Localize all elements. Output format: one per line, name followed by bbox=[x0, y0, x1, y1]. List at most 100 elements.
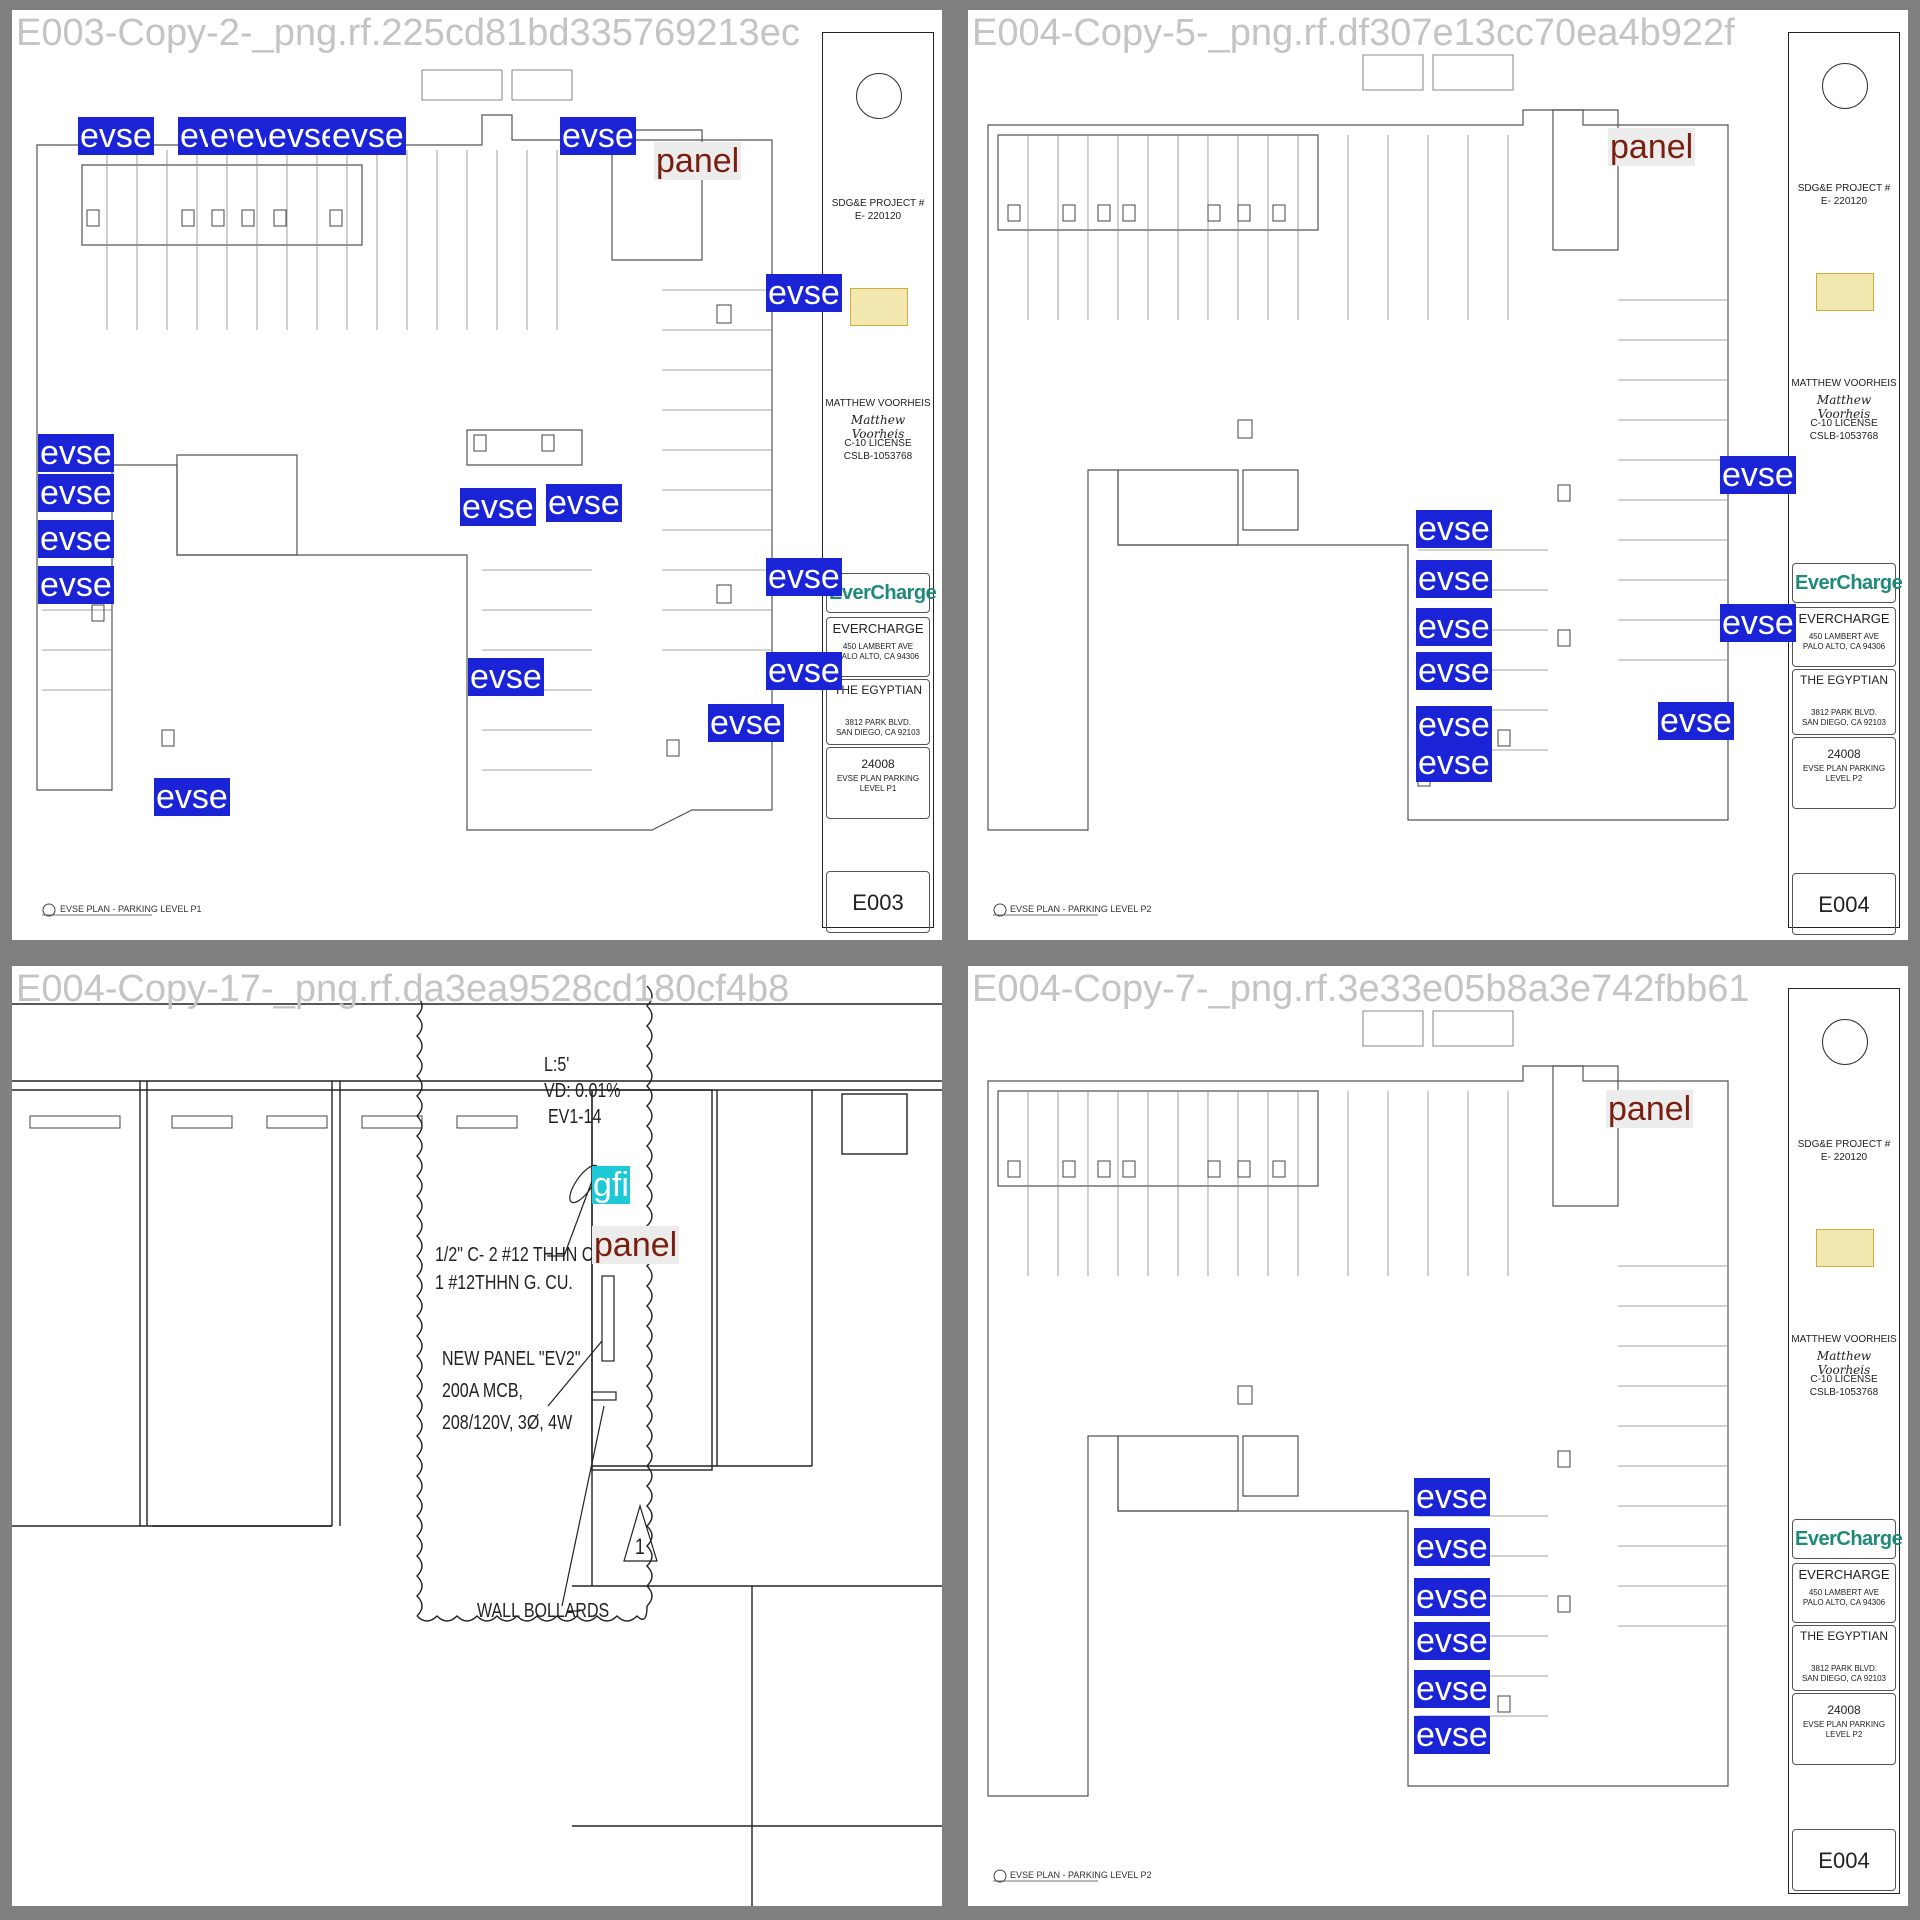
permit-stamp-icon bbox=[1816, 273, 1874, 311]
engineer-seal-icon bbox=[1822, 63, 1868, 109]
detection-evse: evse bbox=[766, 274, 842, 312]
license: C-10 LICENSE bbox=[1810, 1374, 1878, 1385]
project-number: E- 220120 bbox=[1820, 196, 1868, 207]
detection-evse: evse bbox=[1414, 1528, 1490, 1566]
detection-panel: panel bbox=[592, 1226, 680, 1264]
note-conductor-2: 1 #12THHN G. CU. bbox=[435, 1272, 573, 1294]
detection-evse: evse bbox=[38, 474, 114, 512]
detection-evse: evse bbox=[38, 520, 114, 558]
detection-evse: evse bbox=[38, 434, 114, 472]
site-address-2: SAN DIEGO, CA 92103 bbox=[1801, 1674, 1887, 1683]
detection-evse: evse bbox=[560, 117, 636, 155]
job-number: 24008 bbox=[1827, 747, 1861, 761]
detection-evse: evse bbox=[546, 484, 622, 522]
license-number: CSLB-1053768 bbox=[843, 451, 913, 462]
license: C-10 LICENSE bbox=[1810, 418, 1878, 429]
site-address-1: 3812 PARK BLVD. bbox=[1811, 1664, 1877, 1673]
detection-evse: evse bbox=[1416, 652, 1492, 690]
site-address-2: SAN DIEGO, CA 92103 bbox=[835, 728, 921, 737]
brand-cell: EverCharge bbox=[1792, 1519, 1903, 1559]
sheet-title-2: LEVEL P2 bbox=[1825, 774, 1863, 783]
company-address-1: 450 LAMBERT AVE bbox=[1808, 1588, 1880, 1597]
sheet-number: E004 bbox=[1818, 1848, 1870, 1873]
title-block: SDG&E PROJECT # E- 220120 MATTHEW VOORHE… bbox=[1788, 988, 1903, 1894]
job-number: 24008 bbox=[1827, 1703, 1861, 1717]
job-cell: 24008 EVSE PLAN PARKING LEVEL P1 bbox=[826, 747, 930, 819]
company-name: EVERCHARGE bbox=[832, 621, 924, 636]
note-circuit: EV1-14 bbox=[548, 1106, 602, 1128]
detection-evse: evse bbox=[1720, 604, 1796, 642]
site-cell: THE EGYPTIAN 3812 PARK BLVD. SAN DIEGO, … bbox=[1792, 1625, 1896, 1691]
detection-evse: evse bbox=[460, 488, 536, 526]
detection-evse: evse bbox=[266, 117, 334, 155]
engineer-signature: Matthew Voorheis bbox=[1816, 1349, 1872, 1377]
plan-caption: EVSE PLAN - PARKING LEVEL P1 bbox=[60, 904, 202, 914]
detection-evse: evse bbox=[1416, 560, 1492, 598]
job-cell: 24008 EVSE PLAN PARKING LEVEL P2 bbox=[1792, 1693, 1896, 1765]
site-name: THE EGYPTIAN bbox=[1799, 673, 1888, 687]
engineer-seal-icon bbox=[856, 73, 902, 119]
permit-stamp-icon bbox=[1816, 1229, 1874, 1267]
detection-evse: evse bbox=[708, 704, 784, 742]
revision-number: 1 bbox=[635, 1534, 645, 1559]
detection-evse: evse bbox=[766, 652, 842, 690]
note-new-panel-3: 208/120V, 3Ø, 4W bbox=[442, 1412, 573, 1434]
note-conductor-1: 1/2" C- 2 #12 THHN CU. bbox=[435, 1244, 610, 1266]
detail-drawing bbox=[12, 985, 942, 1906]
brand-logo: EverCharge bbox=[1795, 572, 1903, 594]
sheet-number-cell: E004 bbox=[1792, 873, 1896, 935]
detection-evse: evse bbox=[154, 778, 230, 816]
project-label: SDG&E PROJECT # bbox=[1797, 183, 1891, 194]
detection-gfi: gfi bbox=[592, 1166, 630, 1204]
engineer-signature: Matthew Voorheis bbox=[850, 413, 906, 441]
detection-panel: panel bbox=[1608, 128, 1696, 166]
title-block: SDG&E PROJECT # E- 220120 MATTHEW VOORHE… bbox=[822, 32, 937, 933]
project-number: E- 220120 bbox=[1820, 1152, 1868, 1163]
floor-plan bbox=[36, 69, 773, 917]
site-address-1: 3812 PARK BLVD. bbox=[1811, 708, 1877, 717]
brand-cell: EverCharge bbox=[1792, 563, 1903, 603]
detection-panel: panel bbox=[1606, 1090, 1694, 1128]
sheet-title-1: EVSE PLAN PARKING bbox=[1802, 1720, 1886, 1729]
site-name: THE EGYPTIAN bbox=[1799, 1629, 1888, 1643]
detection-evse: evse bbox=[1414, 1578, 1490, 1616]
detection-evse: evse bbox=[1414, 1622, 1490, 1660]
company-address-2: PALO ALTO, CA 94306 bbox=[1802, 1598, 1886, 1607]
sheet-number-cell: E004 bbox=[1792, 1829, 1896, 1891]
sheet-title-2: LEVEL P1 bbox=[859, 784, 897, 793]
site-address-2: SAN DIEGO, CA 92103 bbox=[1801, 718, 1887, 727]
detection-evse: evse bbox=[1658, 702, 1734, 740]
detection-evse: evse bbox=[766, 558, 842, 596]
detection-evse: evse bbox=[1416, 608, 1492, 646]
detection-evse: evse bbox=[1414, 1478, 1490, 1516]
detection-evse: evse bbox=[1720, 456, 1796, 494]
detection-evse: evse bbox=[1416, 510, 1492, 548]
note-wall-bollards: WALL BOLLARDS bbox=[477, 1600, 610, 1622]
project-number: E- 220120 bbox=[854, 211, 902, 222]
detection-evse: evse bbox=[330, 117, 406, 155]
tile-e003-p1: E003-Copy-2-_png.rf.225cd81bd335769213ec bbox=[12, 10, 942, 940]
detection-panel: panel bbox=[654, 142, 742, 180]
site-address-1: 3812 PARK BLVD. bbox=[845, 718, 911, 727]
sheet-title-1: EVSE PLAN PARKING bbox=[1802, 764, 1886, 773]
note-new-panel-2: 200A MCB, bbox=[442, 1380, 523, 1402]
note-voltage-drop: VD: 0.01% bbox=[544, 1080, 621, 1102]
site-name: THE EGYPTIAN bbox=[833, 683, 922, 697]
title-block: SDG&E PROJECT # E- 220120 MATTHEW VOORHE… bbox=[1788, 32, 1903, 935]
company-cell: EVERCHARGE 450 LAMBERT AVE PALO ALTO, CA… bbox=[826, 617, 930, 677]
detection-evse: evse bbox=[38, 566, 114, 604]
sheet-number: E004 bbox=[1818, 892, 1870, 917]
project-label: SDG&E PROJECT # bbox=[831, 198, 925, 209]
note-length: L:5' bbox=[544, 1054, 570, 1076]
company-name: EVERCHARGE bbox=[1798, 611, 1890, 626]
engineer-seal-icon bbox=[1822, 1019, 1868, 1065]
company-address-2: PALO ALTO, CA 94306 bbox=[836, 652, 920, 661]
detection-evse: evse bbox=[78, 117, 154, 155]
company-cell: EVERCHARGE 450 LAMBERT AVE PALO ALTO, CA… bbox=[1792, 1563, 1896, 1623]
site-cell: THE EGYPTIAN 3812 PARK BLVD. SAN DIEGO, … bbox=[826, 679, 930, 745]
license-number: CSLB-1053768 bbox=[1809, 431, 1879, 442]
tile-e004-detail: E004-Copy-17-_png.rf.da3ea9528cd180cf4b8 bbox=[12, 966, 942, 1906]
engineer-signature: Matthew Voorheis bbox=[1816, 393, 1872, 421]
plan-caption: EVSE PLAN - PARKING LEVEL P2 bbox=[1010, 1870, 1152, 1880]
company-address-1: 450 LAMBERT AVE bbox=[1808, 632, 1880, 641]
